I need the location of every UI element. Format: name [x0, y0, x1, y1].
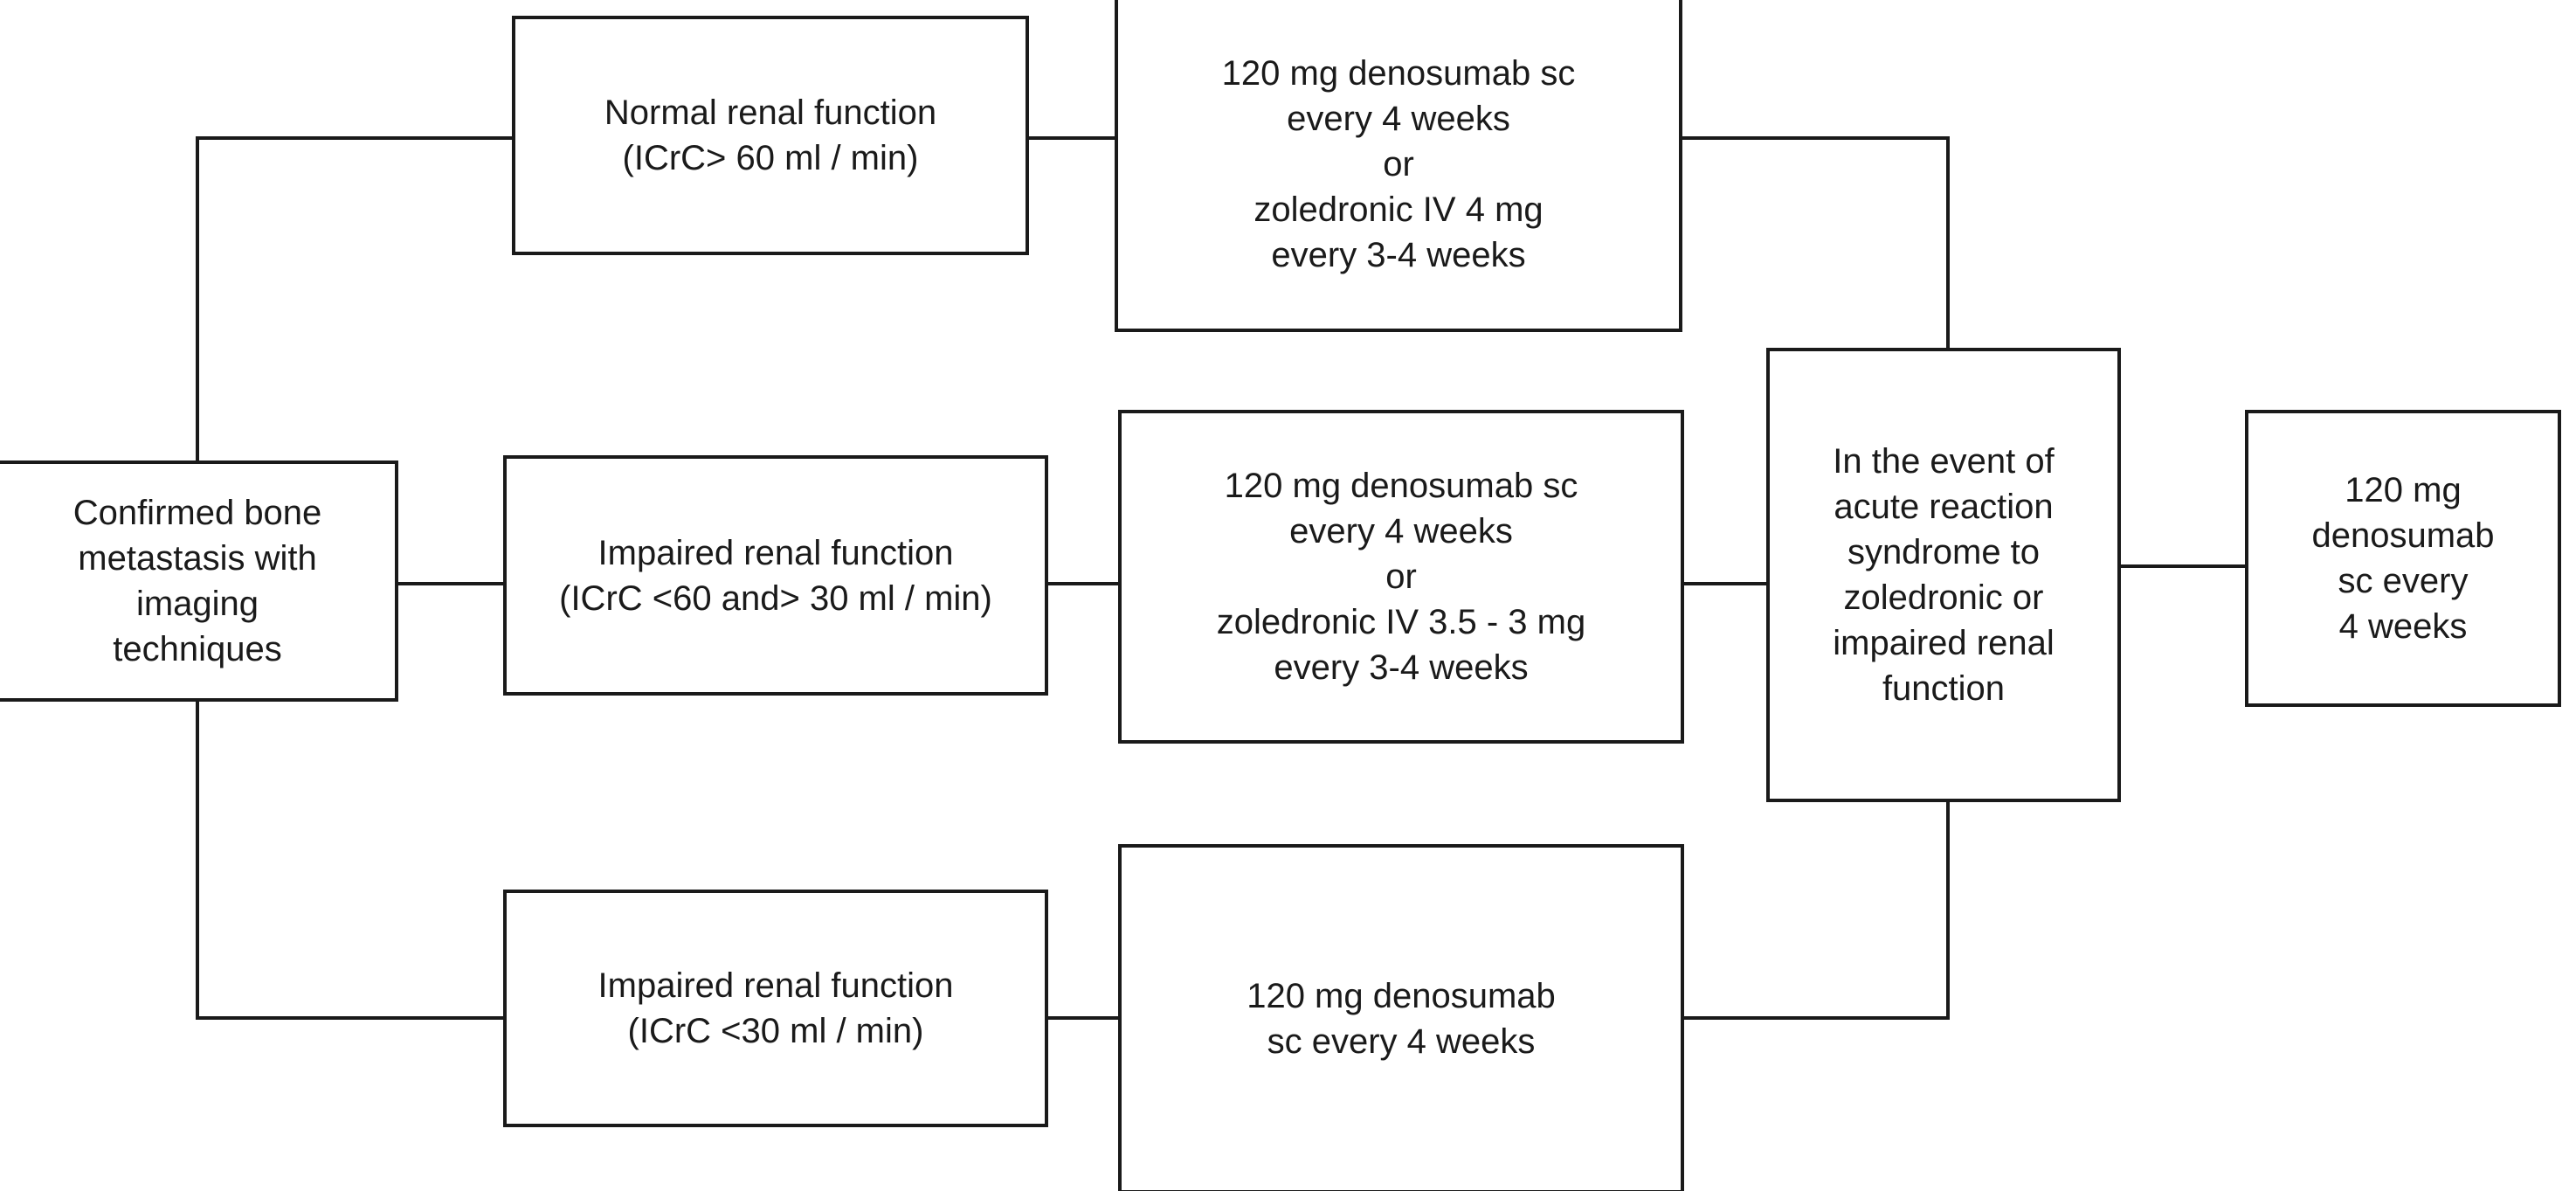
- edge-adverse-event-to-final: [2117, 564, 2248, 568]
- node-treatment-impaired-renal-severe-label: 120 mg denosumab sc every 4 weeks: [1247, 977, 1556, 1061]
- node-adverse-event-condition-label: In the event of acute reaction syndrome …: [1833, 442, 2055, 708]
- edge-trunk-to-condition-normal: [196, 136, 514, 140]
- node-final-treatment-label: 120 mg denosumab sc every 4 weeks: [2311, 471, 2495, 646]
- edge-condition-severe-to-treatment: [1046, 1016, 1120, 1020]
- node-treatment-normal-renal[interactable]: 120 mg denosumab sc every 4 weeks or zol…: [1115, 0, 1682, 332]
- node-condition-impaired-renal-severe-label: Impaired renal function (ICrC <30 ml / m…: [597, 966, 954, 1050]
- edge-condition-normal-to-treatment: [1027, 136, 1116, 140]
- node-treatment-normal-renal-label: 120 mg denosumab sc every 4 weeks or zol…: [1221, 54, 1576, 274]
- edge-treatment-severe-to-merge: [1682, 1016, 1950, 1020]
- node-condition-normal-renal-label: Normal renal function (ICrC> 60 ml / min…: [604, 93, 937, 177]
- node-final-treatment[interactable]: 120 mg denosumab sc every 4 weeks: [2245, 410, 2561, 707]
- node-start-label: Confirmed bone metastasis with imaging t…: [73, 494, 322, 668]
- node-treatment-impaired-renal-moderate-label: 120 mg denosumab sc every 4 weeks or zol…: [1216, 467, 1586, 687]
- edge-treatment-moderate-to-adverse-event: [1682, 582, 1770, 585]
- edge-trunk-to-condition-impaired-severe: [196, 1016, 505, 1020]
- node-adverse-event-condition[interactable]: In the event of acute reaction syndrome …: [1766, 348, 2121, 802]
- node-condition-impaired-renal-moderate-label: Impaired renal function (ICrC <60 and> 3…: [559, 533, 992, 618]
- node-treatment-impaired-renal-moderate[interactable]: 120 mg denosumab sc every 4 weeks or zol…: [1118, 410, 1684, 744]
- edge-treatment-normal-to-merge: [1679, 136, 1950, 140]
- edge-condition-moderate-to-treatment: [1046, 582, 1120, 585]
- node-start[interactable]: Confirmed bone metastasis with imaging t…: [0, 460, 398, 702]
- node-condition-impaired-renal-moderate[interactable]: Impaired renal function (ICrC <60 and> 3…: [503, 455, 1048, 696]
- node-condition-impaired-renal-severe[interactable]: Impaired renal function (ICrC <30 ml / m…: [503, 890, 1048, 1127]
- node-treatment-impaired-renal-severe[interactable]: 120 mg denosumab sc every 4 weeks: [1118, 844, 1684, 1191]
- edge-start-to-trunk: [397, 582, 504, 585]
- node-condition-normal-renal[interactable]: Normal renal function (ICrC> 60 ml / min…: [512, 16, 1029, 255]
